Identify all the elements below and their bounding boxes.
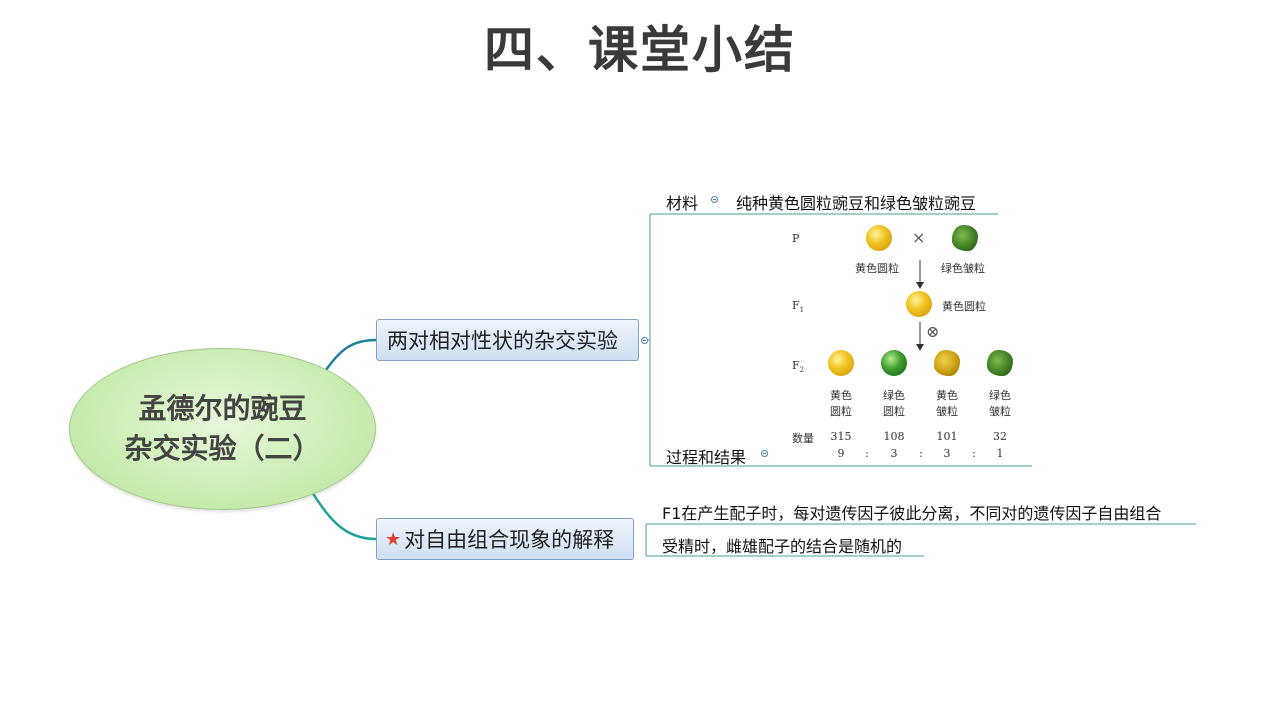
center-topic-line2: 杂交实验（二） [124,432,321,465]
generation-f1-label: F1 [792,299,805,315]
pea-cross-diagram: P × 黄色圆粒 绿色皱粒 F1 黄色圆粒 ⊗ F2 黄色圆粒 绿色圆粒 黄色皱… [778,222,1028,467]
slide-title: 四、课堂小结 [484,21,796,79]
ratio-separator: : [865,447,869,460]
explanation-point-1[interactable]: F1在产生配子时，每对遗传因子彼此分离，不同对的遗传因子自由组合 [662,504,1162,523]
pea-yellow-wrinkled-f2 [934,350,960,376]
f1-phenotype-label: 黄色圆粒 [942,300,986,313]
ratio-separator: : [919,447,923,460]
connector-center-branch1 [324,338,377,371]
branch-two-traits-experiment[interactable]: 两对相对性状的杂交实验 [376,319,639,361]
f2-count: 101 [936,430,958,443]
f2-type-label: 绿色圆粒 [883,389,905,418]
f2-ratio: 9 [837,447,845,460]
f2-count: 108 [883,430,905,443]
generation-arrows [916,260,924,351]
f2-ratio: 1 [996,447,1004,460]
center-topic[interactable]: 孟德尔的豌豆 杂交实验（二） [69,348,376,510]
count-row-label: 数量 [792,432,814,445]
f2-type-label: 黄色皱粒 [936,389,958,418]
pea-green-wrinkled-f2 [987,350,1013,376]
connector-center-branch2 [310,491,377,541]
branch1-collapse-toggle[interactable] [641,337,648,344]
pea-yellow-round-f1 [906,291,932,317]
materials-collapse-toggle[interactable] [711,196,718,203]
f2-type-label: 绿色皱粒 [989,389,1011,418]
pea-yellow-round-f2 [828,350,854,376]
selfing-symbol: ⊗ [926,322,940,341]
generation-f2-label: F2 [792,359,805,375]
star-icon: ★ [385,528,402,550]
subtopic-materials-value[interactable]: 纯种黄色圆粒豌豆和绿色皱粒豌豆 [736,194,977,213]
pea-green-wrinkled-parent [952,225,978,251]
explanation-point-2[interactable]: 受精时，雌雄配子的结合是随机的 [662,537,903,556]
center-topic-line1: 孟德尔的豌豆 [138,392,307,425]
branch1-label: 两对相对性状的杂交实验 [387,329,618,353]
f2-count: 32 [993,430,1007,443]
generation-p-label: P [792,232,800,245]
process-collapse-toggle[interactable] [761,450,768,457]
branch-free-combination-explanation[interactable]: ★ 对自由组合现象的解释 [376,518,634,560]
subtopic-process-label[interactable]: 过程和结果 [666,448,747,467]
f2-ratio: 3 [943,447,951,460]
parent1-label: 黄色圆粒 [855,262,899,275]
f2-count: 315 [830,430,852,443]
parent2-label: 绿色皱粒 [941,262,985,275]
f2-type-label: 黄色圆粒 [830,389,852,418]
ratio-separator: : [972,447,976,460]
pea-yellow-round-parent [866,225,892,251]
subtopic-materials-label[interactable]: 材料 [666,194,699,213]
pea-green-round-f2 [881,350,907,376]
cross-symbol: × [912,228,926,247]
branch2-label: 对自由组合现象的解释 [404,528,615,552]
f2-ratio: 3 [890,447,898,460]
